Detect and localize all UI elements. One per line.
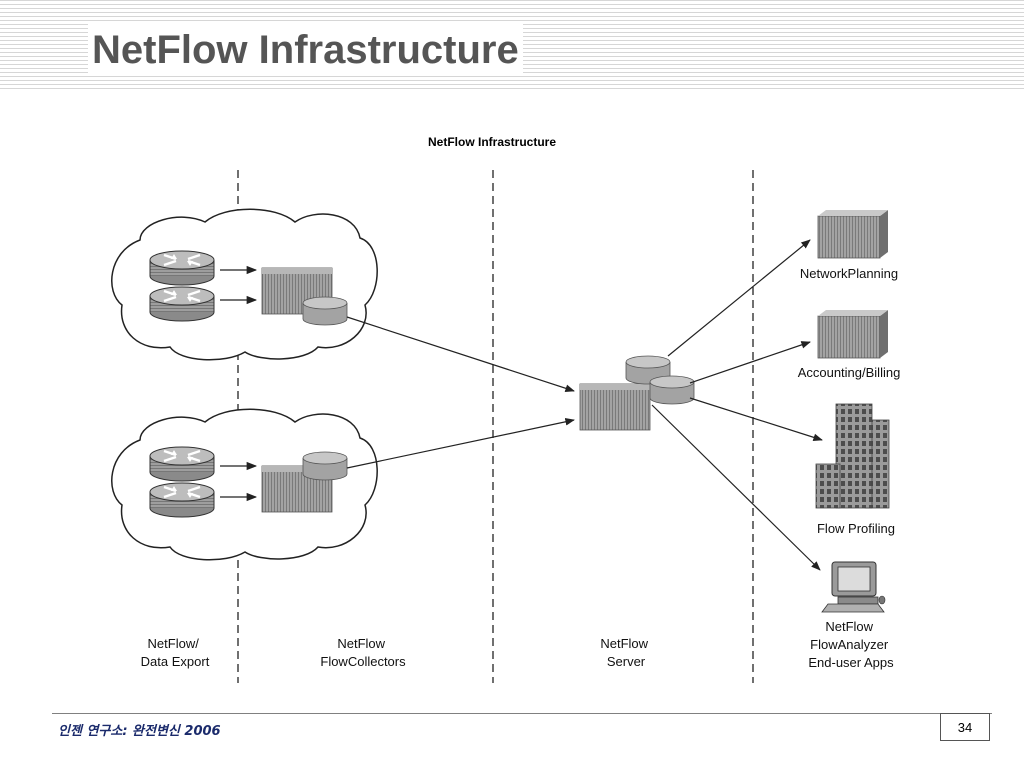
router-icon: [148, 249, 216, 287]
building-icon: [815, 403, 890, 509]
router-icon: [148, 285, 216, 323]
label-accounting-billing: Accounting/Billing: [798, 365, 901, 380]
router-icon: [148, 445, 216, 483]
label-netflow-data-export: NetFlow/ Data Export: [141, 636, 210, 669]
diagram-title: NetFlow Infrastructure: [428, 135, 556, 149]
router-icon: [148, 481, 216, 519]
computer-icon: [821, 561, 886, 613]
cloud-bottom: [111, 408, 378, 561]
label-netflow-flowanalyzer: NetFlow FlowAnalyzer End-user Apps: [808, 619, 894, 670]
collector-to-server-arrows: [346, 316, 575, 469]
database-icon: [302, 296, 348, 326]
footer-text: 인젠 연구소: 완전변신 2006: [58, 724, 221, 739]
label-netflow-flowcollectors: NetFlow FlowCollectors: [320, 636, 406, 669]
label-netflow-server: NetFlow Server: [600, 636, 651, 669]
page-title: NetFlow Infrastructure: [88, 24, 523, 76]
export-arrows: [220, 265, 258, 502]
footer-divider: [52, 713, 992, 714]
label-network-planning: NetworkPlanning: [800, 266, 898, 281]
accounting-billing-icon: [817, 310, 888, 359]
page-number: 34: [940, 713, 990, 741]
database-icon: [302, 451, 348, 481]
server-to-app-arrows: [651, 239, 823, 571]
network-planning-icon: [817, 210, 888, 259]
netflow-server-icon: [579, 355, 695, 431]
label-flow-profiling: Flow Profiling: [817, 521, 895, 536]
cloud-top: [111, 208, 378, 361]
